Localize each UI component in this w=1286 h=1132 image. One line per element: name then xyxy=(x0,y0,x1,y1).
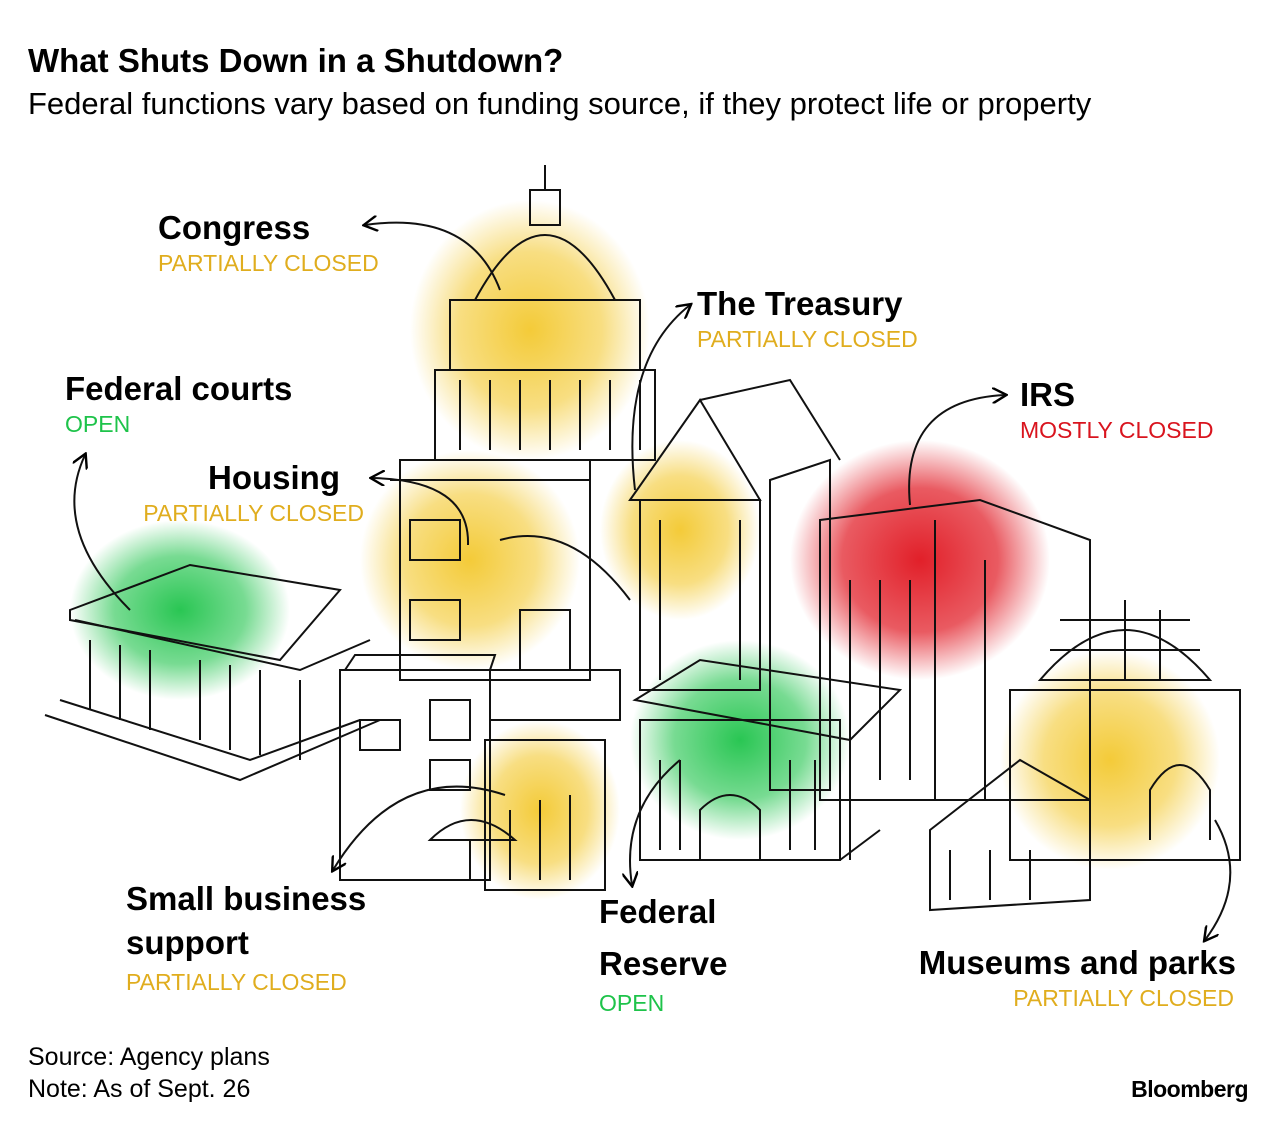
courts-arrow xyxy=(74,455,131,611)
status-badge: PARTIALLY CLOSED xyxy=(143,500,364,526)
irs-building xyxy=(769,458,1091,801)
label-housing: Housing PARTIALLY CLOSED xyxy=(143,456,364,526)
courts-glow xyxy=(70,520,290,700)
label-name: Congress xyxy=(158,209,311,246)
museum-arrow xyxy=(1205,819,1232,940)
label-irs: IRS MOSTLY CLOSED xyxy=(1020,373,1213,443)
courthouse-building xyxy=(44,563,381,782)
label-federal-courts: Federal courts OPEN xyxy=(65,367,292,437)
status-badge: PARTIALLY CLOSED xyxy=(126,969,347,995)
fed-arrow xyxy=(630,759,681,885)
status-badge: MOSTLY CLOSED xyxy=(1020,417,1214,443)
status-badge: PARTIALLY CLOSED xyxy=(158,250,379,276)
label-name: Small business support xyxy=(126,880,367,961)
label-museums-parks: Museums and parks PARTIALLY CLOSED xyxy=(919,941,1236,1011)
housing-building xyxy=(390,459,631,721)
label-name: Federal Reserve xyxy=(599,893,728,982)
label-name: The Treasury xyxy=(697,285,903,322)
label-name: Housing xyxy=(208,459,340,496)
museum-building xyxy=(929,600,1241,912)
bloomberg-logo: Bloomberg xyxy=(1131,1076,1248,1102)
label-name: Federal courts xyxy=(65,370,293,407)
small-business-building xyxy=(339,654,606,891)
chart-title: What Shuts Down in a Shutdown? xyxy=(28,42,564,79)
treasury-building xyxy=(628,378,841,691)
status-badge: OPEN xyxy=(599,990,665,1016)
treasury-arrow xyxy=(631,305,690,491)
label-small-business: Small business support PARTIALLY CLOSED xyxy=(126,877,406,995)
housing-glow xyxy=(360,450,580,670)
museum-glow xyxy=(1000,650,1220,870)
chart-subtitle: Federal functions vary based on funding … xyxy=(28,86,1092,121)
label-name: Museums and parks xyxy=(918,944,1236,981)
status-badge: OPEN xyxy=(65,411,131,437)
irs-arrow xyxy=(908,395,1005,506)
source-note: Source: Agency plans xyxy=(28,1043,270,1071)
date-note: Note: As of Sept. 26 xyxy=(28,1075,251,1103)
label-congress: Congress PARTIALLY CLOSED xyxy=(158,206,379,276)
housing-arrow xyxy=(372,478,470,546)
label-federal-reserve: Federal Reserve OPEN xyxy=(599,886,759,1016)
congress-arrow xyxy=(365,223,501,291)
status-badge: PARTIALLY CLOSED xyxy=(697,326,918,352)
label-name: IRS xyxy=(1020,376,1076,413)
label-treasury: The Treasury PARTIALLY CLOSED xyxy=(697,282,918,352)
smallbiz-arrow xyxy=(333,785,506,870)
status-badge: PARTIALLY CLOSED xyxy=(1013,985,1234,1011)
congress-glow xyxy=(410,200,650,460)
federal-reserve-building xyxy=(632,658,903,861)
